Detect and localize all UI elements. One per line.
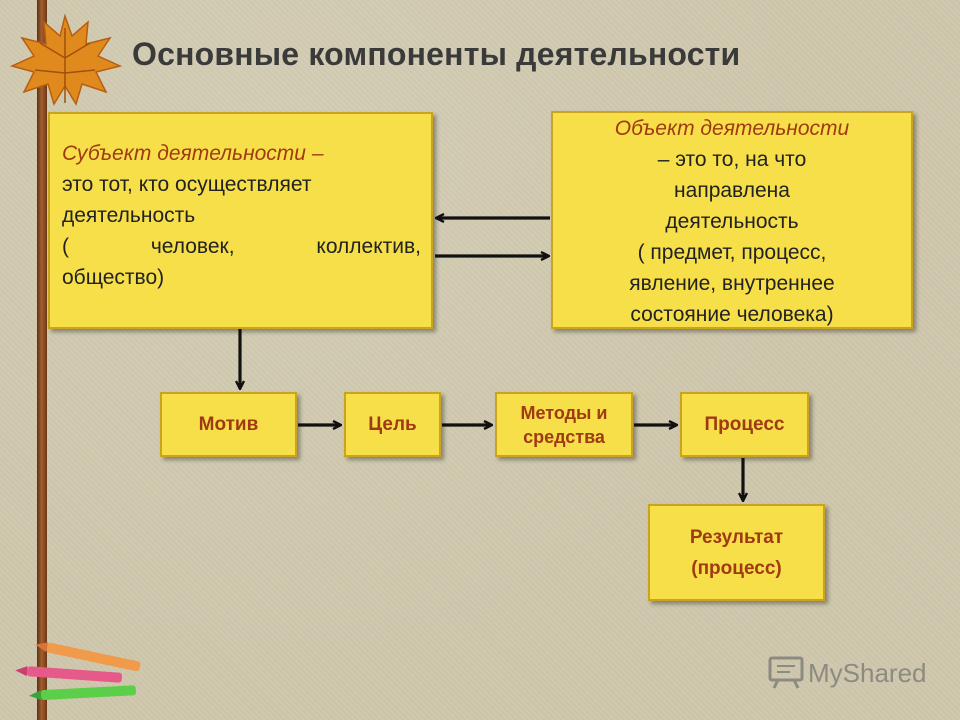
object-line-2: – это то, на что <box>657 148 807 171</box>
object-box: Объект деятельности – это то, на что нап… <box>551 111 913 329</box>
subject-dash: – <box>305 142 324 165</box>
object-heading: Объект деятельности <box>614 117 850 140</box>
process-label: Процесс <box>704 413 785 435</box>
crayons-icon <box>15 642 141 701</box>
slide-title: Основные компоненты деятельности <box>132 36 741 72</box>
methods-label-line-1: Методы и <box>520 402 608 423</box>
subject-line-5: общество) <box>62 266 165 289</box>
methods-box: Методы и средства <box>495 392 633 457</box>
autumn-leaf-icon <box>10 13 123 106</box>
watermark-text: MyShared <box>808 657 927 688</box>
object-line-5: ( предмет, процесс, <box>637 241 827 264</box>
methods-label-line-2: средства <box>523 426 605 447</box>
object-line-4: деятельность <box>665 210 799 233</box>
subject-line-2: это тот, кто осуществляет <box>62 173 312 196</box>
object-line-7: состояние человека) <box>630 303 834 326</box>
result-label-line-2: (процесс) <box>691 557 782 579</box>
result-label-line-1: Результат <box>689 526 784 548</box>
object-line-6: явление, внутреннее <box>629 272 835 295</box>
goal-box: Цель <box>344 392 441 457</box>
result-box: Результат (процесс) <box>648 504 825 601</box>
subject-box: Субъект деятельности – это тот, кто осущ… <box>48 112 433 329</box>
subject-line-3: деятельность <box>62 204 196 227</box>
object-line-3: направлена <box>674 179 790 202</box>
motiv-box: Мотив <box>160 392 297 457</box>
goal-label: Цель <box>368 413 417 435</box>
subject-heading: Субъект деятельности <box>62 142 306 165</box>
process-box: Процесс <box>680 392 809 457</box>
subject-line-4: ( человек, коллектив, <box>62 235 421 258</box>
motiv-label: Мотив <box>198 413 259 435</box>
subject-line-1: Субъект деятельности – <box>62 138 421 169</box>
watermark: MyShared <box>768 656 927 690</box>
wooden-pole <box>37 0 47 720</box>
presentation-board-icon <box>768 656 804 689</box>
